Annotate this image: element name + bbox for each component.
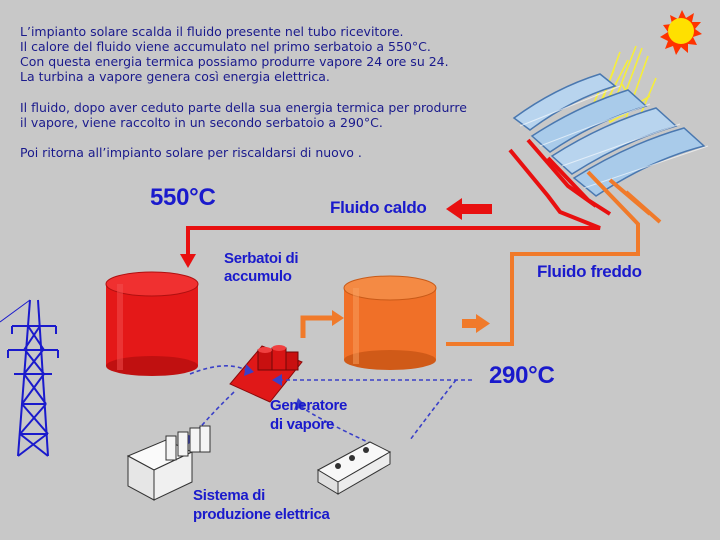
- dashed-flow-arrows: [189, 365, 472, 445]
- turbine-generator: [126, 425, 211, 501]
- description-paragraph-1: L’impianto solare scalda il fluido prese…: [20, 24, 449, 84]
- solar-collector-mirrors: [512, 73, 709, 197]
- cold-storage-tank: [343, 275, 437, 370]
- description-paragraph-3: Poi ritorna all’impianto solare per risc…: [20, 145, 362, 160]
- orange-connector: [300, 315, 334, 338]
- electricity-pylon-icon: [7, 299, 59, 457]
- hot-fluid-arrowhead: [180, 254, 196, 268]
- storage-tanks-label: Serbatoi di accumulo: [224, 250, 299, 285]
- hot-fluid-label: Fluido caldo: [330, 198, 427, 217]
- sun-icon: [660, 10, 702, 55]
- hot-temperature-label: 550°C: [150, 184, 216, 211]
- cold-fluid-pipe: [446, 170, 662, 346]
- cold-fluid-label: Fluido freddo: [537, 262, 642, 281]
- steam-generator: [229, 345, 303, 403]
- hot-fluid-pipe: [186, 138, 612, 258]
- hot-storage-tank: [105, 271, 199, 376]
- steam-generator-label: Generatore di vapore: [270, 397, 348, 433]
- cold-temperature-label: 290°C: [489, 362, 555, 389]
- power-system-label: Sistema di produzione elettrica: [193, 487, 330, 523]
- description-paragraph-2: Il fluido, dopo aver ceduto parte della …: [20, 100, 467, 130]
- condenser-unit: [316, 441, 392, 495]
- arrow-right-icon: [462, 314, 490, 333]
- arrow-left-icon: [446, 198, 492, 220]
